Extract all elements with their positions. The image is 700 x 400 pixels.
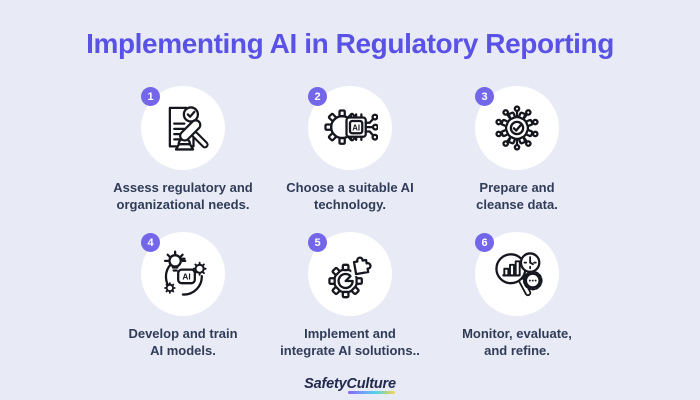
step-number-badge: 1 xyxy=(141,87,160,106)
step-4: 4 xyxy=(100,232,267,359)
step-2: 2 xyxy=(267,86,434,213)
step-caption: Implement and integrate AI solutions.. xyxy=(280,326,420,359)
step-caption: Choose a suitable AI technology. xyxy=(286,180,414,213)
step-number-badge: 5 xyxy=(308,233,327,253)
logo-gradient-underline xyxy=(348,391,395,394)
footer: SafetyCulture xyxy=(0,375,700,394)
step-number-badge: 6 xyxy=(475,233,494,253)
step-6: 6 xyxy=(434,232,601,359)
step-3: 3 xyxy=(434,86,601,213)
svg-text:AI: AI xyxy=(352,123,360,132)
step-5: 5 xyxy=(267,232,434,359)
step-caption: Assess regulatory and organizational nee… xyxy=(113,180,253,213)
step-caption: Monitor, evaluate, and refine. xyxy=(462,326,572,359)
gear-ai-chip-icon: AI xyxy=(324,109,378,145)
step-number-badge: 2 xyxy=(308,87,327,106)
step-caption: Prepare and cleanse data. xyxy=(476,180,558,213)
step-caption: Develop and train AI models. xyxy=(128,326,238,359)
gear-puzzle-icon xyxy=(328,256,372,299)
logo-culture-text: Culture xyxy=(346,376,396,394)
step-icon-circle xyxy=(475,86,559,170)
page-title: Implementing AI in Regulatory Reporting xyxy=(86,28,614,59)
lightbulb-ai-gear-icon: AI xyxy=(163,250,207,297)
document-check-gavel-icon xyxy=(168,106,209,151)
step-number-badge: 4 xyxy=(141,233,160,253)
safetyculture-logo: SafetyCulture xyxy=(304,376,396,394)
svg-text:AI: AI xyxy=(182,272,190,282)
magnifier-chart-clock-icon xyxy=(495,252,543,297)
step-icon-circle xyxy=(141,86,225,170)
steps-row-2: 4 xyxy=(0,232,700,359)
steps-row-1: 1 xyxy=(0,86,700,213)
steps-grid: 1 xyxy=(0,86,700,360)
step-number-badge: 3 xyxy=(475,87,494,106)
gear-check-network-icon xyxy=(495,105,539,151)
step-1: 1 xyxy=(100,86,267,213)
logo-safety-text: Safety xyxy=(304,376,347,392)
